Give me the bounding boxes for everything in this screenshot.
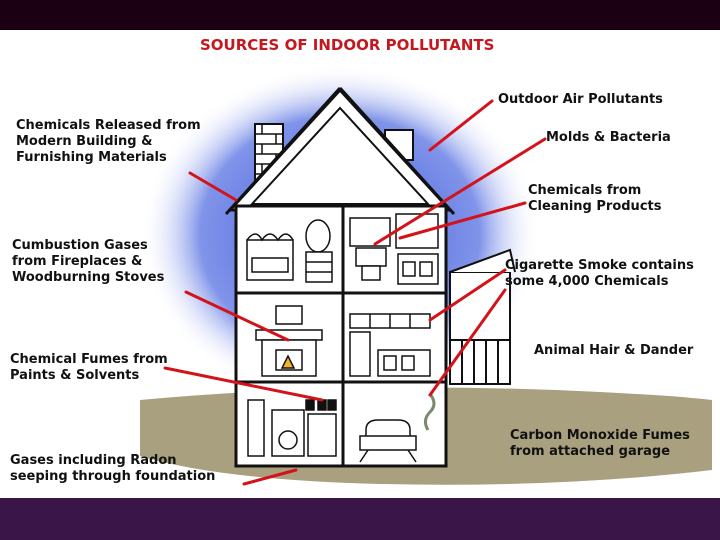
pointer-cigarette: [428, 268, 507, 322]
pointer-lines: [163, 99, 547, 486]
bottom-frame-bar: [0, 498, 720, 540]
label-building-materials: Chemicals Released from Modern Building …: [16, 118, 201, 165]
pointer-outdoor: [428, 99, 494, 152]
pointer-combustion: [184, 290, 290, 342]
label-animal-hair: Animal Hair & Dander: [534, 343, 694, 358]
label-radon: Gases including Radon seeping through fo…: [10, 453, 216, 484]
side-porch: [449, 248, 516, 385]
pointer-building: [188, 171, 238, 202]
label-outdoor-air: Outdoor Air Pollutants: [498, 92, 663, 107]
pointer-molds: [373, 137, 547, 246]
diagram-title: SOURCES OF INDOOR POLLUTANTS: [200, 36, 495, 54]
bedroom: [246, 219, 333, 283]
pointer-radon: [242, 468, 298, 486]
label-cleaning-products: Chemicals from Cleaning Products: [528, 183, 662, 214]
basement: [247, 393, 436, 463]
living-room: [255, 305, 323, 377]
bathroom: [349, 213, 439, 285]
pointer-cleaning: [398, 201, 527, 240]
pointer-carbon: [428, 288, 507, 397]
label-combustion-gases: Cumbustion Gases from Fireplaces & Woodb…: [12, 238, 165, 285]
label-chemical-fumes: Chemical Fumes from Paints & Solvents: [10, 352, 168, 383]
label-molds-bacteria: Molds & Bacteria: [546, 130, 671, 145]
top-frame-bar: [0, 0, 720, 30]
label-cigarette-smoke: Cigarette Smoke contains some 4,000 Chem…: [505, 258, 694, 289]
roof: [224, 86, 456, 216]
kitchen: [349, 313, 431, 377]
label-carbon-monoxide: Carbon Monoxide Fumes from attached gara…: [510, 428, 690, 459]
pointer-fumes: [163, 366, 324, 402]
